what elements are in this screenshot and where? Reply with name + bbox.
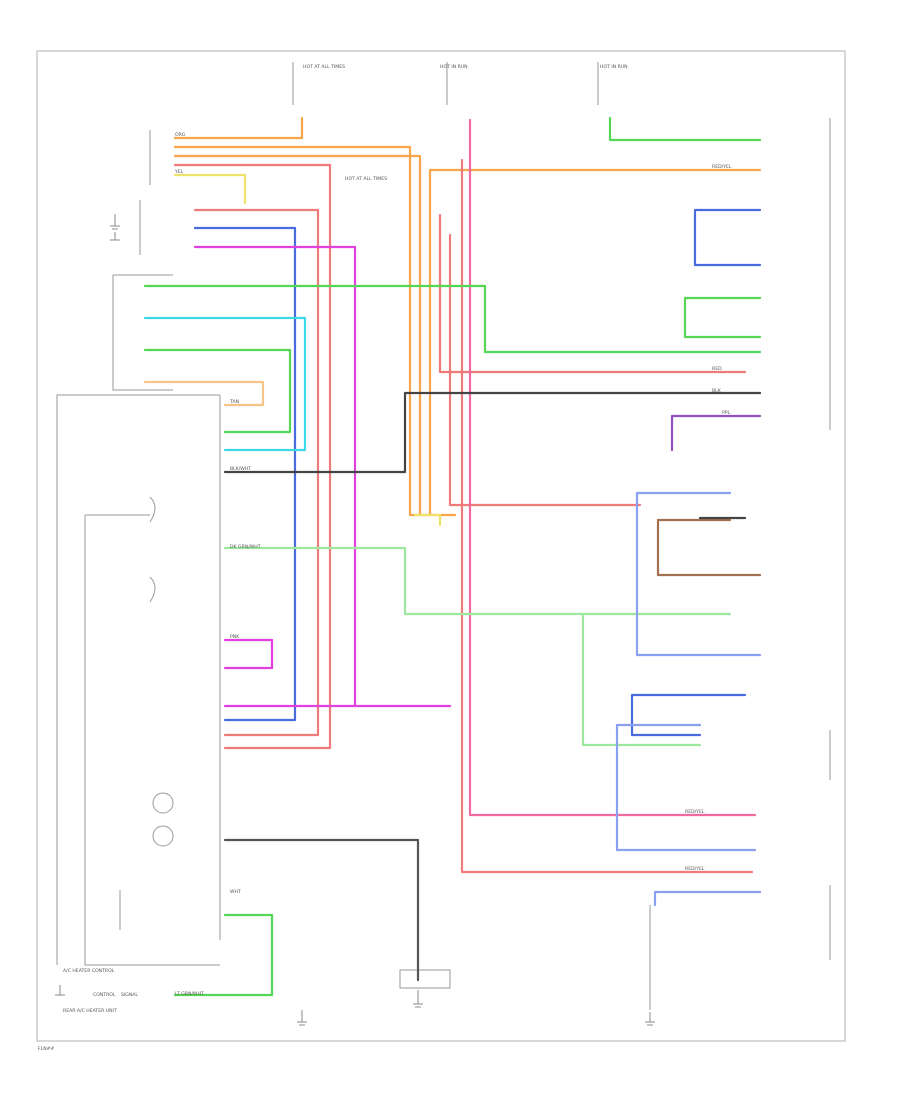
label-hot-in-run-1: HOT IN RUN (440, 64, 468, 70)
diagram-frame (36, 50, 846, 1042)
wire-label-red: RED (712, 366, 722, 372)
component-outlines (56, 62, 831, 1010)
label-ac-heater-control: A/C HEATER CONTROL (63, 968, 115, 974)
label-hot-at-all-times-2: HOT AT ALL TIMES (345, 176, 387, 182)
ground-symbols (55, 214, 655, 1026)
wire-label-dk-grn-wht: DK GRN/WHT (230, 544, 261, 550)
wire-label-blk: BLK (712, 388, 722, 394)
wire-label-yel: YEL (174, 169, 184, 175)
wire-label-red-yel-2: RED/YEL (685, 809, 705, 815)
wire-label-ppl: PPL (722, 410, 731, 416)
label-signal: SIGNAL (121, 992, 138, 998)
diagram-labels: HOT AT ALL TIMES HOT IN RUN HOT IN RUN H… (38, 64, 732, 1052)
wire-label-red-yel-3: RED/YEL (685, 866, 705, 872)
wire-label-org: ORG (175, 132, 186, 138)
wire-label-wht: WHT (230, 889, 241, 895)
wire-label-lt-grn-wht: LT GRN/WHT (175, 991, 204, 997)
wire-label-tan: TAN (229, 399, 239, 405)
wires (143, 116, 762, 997)
label-hot-at-all-times-1: HOT AT ALL TIMES (303, 64, 345, 70)
label-rear-ac-heater-unit: REAR A/C HEATER UNIT (63, 1008, 117, 1014)
label-hot-in-run-2: HOT IN RUN (600, 64, 628, 70)
label-control: CONTROL (93, 992, 116, 998)
wire-label-blk-wht: BLK/WHT (230, 466, 251, 472)
wire-label-red-yel-1: RED/YEL (712, 164, 732, 170)
wire-label-pnk: PNK (230, 634, 240, 640)
footer-code: FLN## (38, 1046, 54, 1052)
